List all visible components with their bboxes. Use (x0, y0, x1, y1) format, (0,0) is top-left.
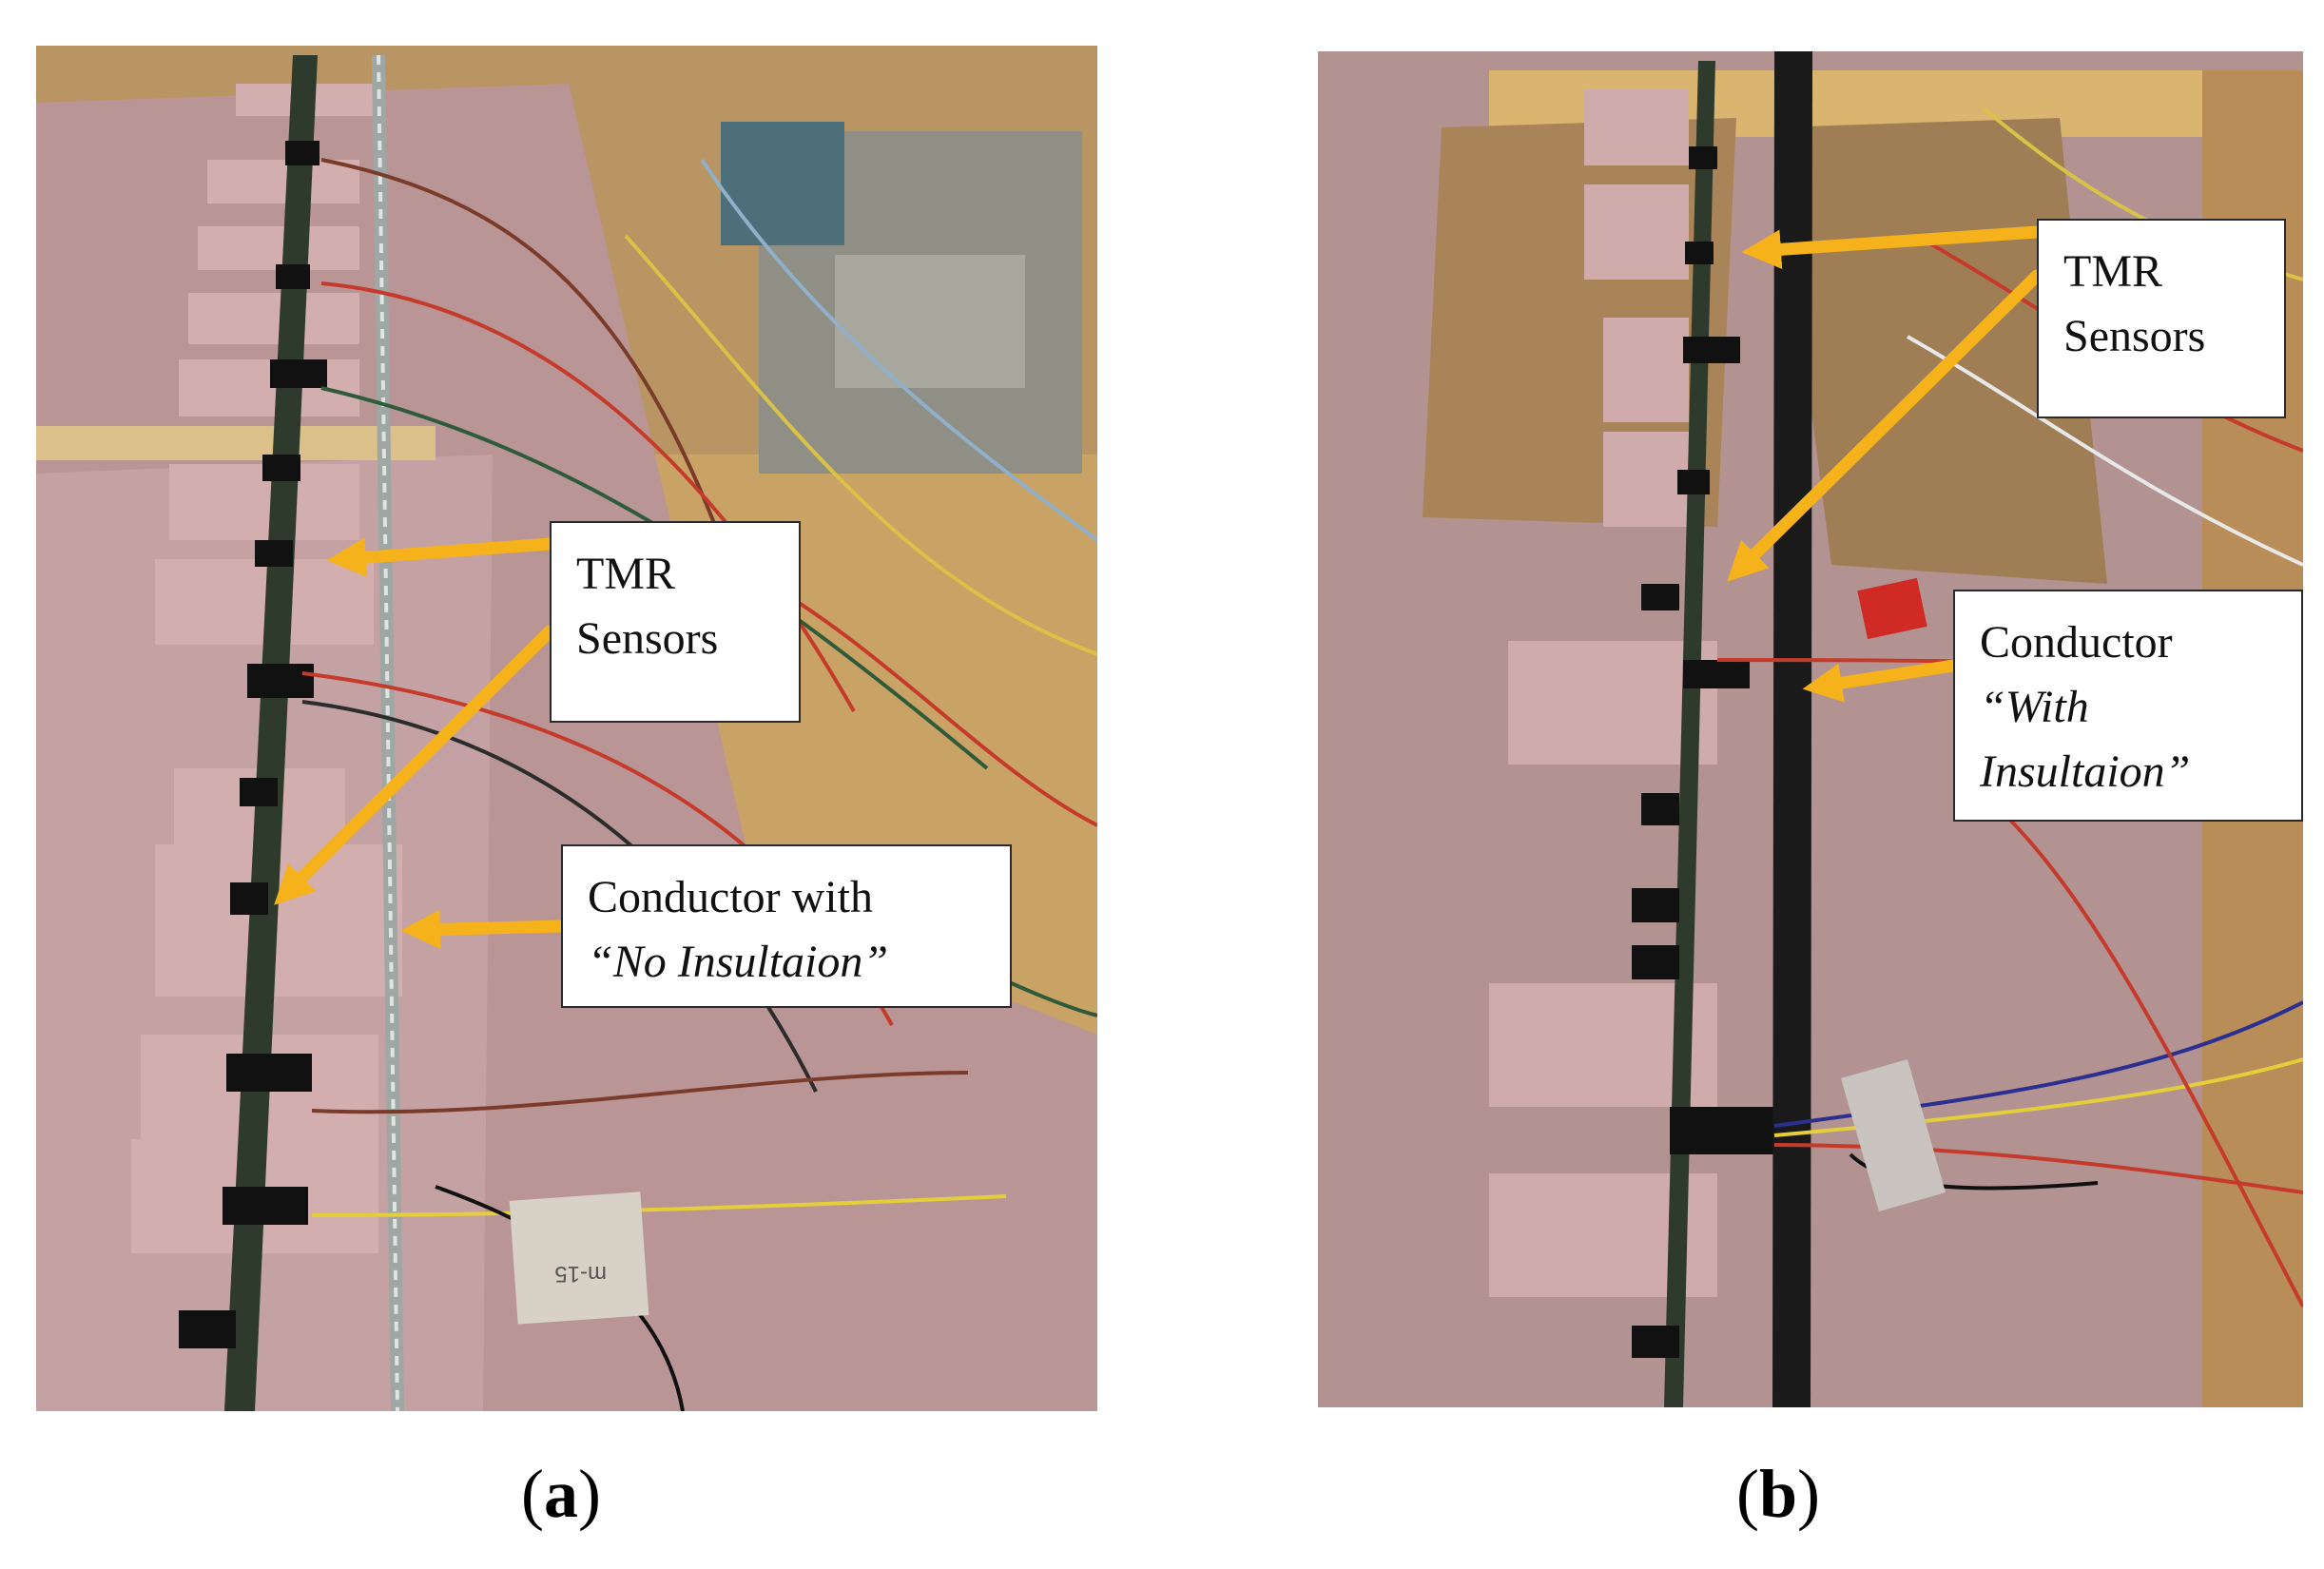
insulated-conductor (1772, 51, 1812, 1407)
tape-piece (1841, 1059, 1946, 1211)
caption-a: (a) (521, 1456, 601, 1532)
photo-a-scene: m-15 (36, 46, 1097, 1411)
caption-b: (b) (1736, 1456, 1821, 1532)
callout-arrows (1727, 225, 2043, 703)
red-block (1857, 577, 1927, 640)
callout-conductor-no-insulation: Conductor with “No Insultaion” (561, 844, 1012, 1008)
wires (1716, 107, 2303, 1308)
arrow-to-sensor-2 (1727, 269, 2043, 582)
photo-panel-a: m-15 TMR Sensors Conductor with “No Insu… (36, 46, 1097, 1411)
arrow-to-sensor-1 (1741, 225, 2043, 270)
arrow-to-sensor-2 (274, 625, 556, 905)
arrow-to-conductor (1802, 659, 1960, 703)
arrow-to-sensor-1 (326, 537, 556, 577)
callout-conductor-with-insulation: Conductor “With Insultaion” (1953, 590, 2303, 822)
callout-arrows (274, 537, 568, 950)
arrow-to-conductor (400, 909, 568, 950)
photo-panel-b: TMR Sensors Conductor “With Insultaion” (1318, 51, 2303, 1407)
paper-tag (509, 1191, 649, 1325)
callout-tmr-sensors-a: TMR Sensors (550, 521, 801, 723)
callout-tmr-sensors-b: TMR Sensors (2037, 219, 2286, 418)
tmr-sensor-chips (179, 141, 327, 1348)
tmr-sensor-chips (1632, 146, 1774, 1358)
sensor-board (1664, 61, 1715, 1407)
paper-tag-text: m-15 (554, 1261, 607, 1287)
